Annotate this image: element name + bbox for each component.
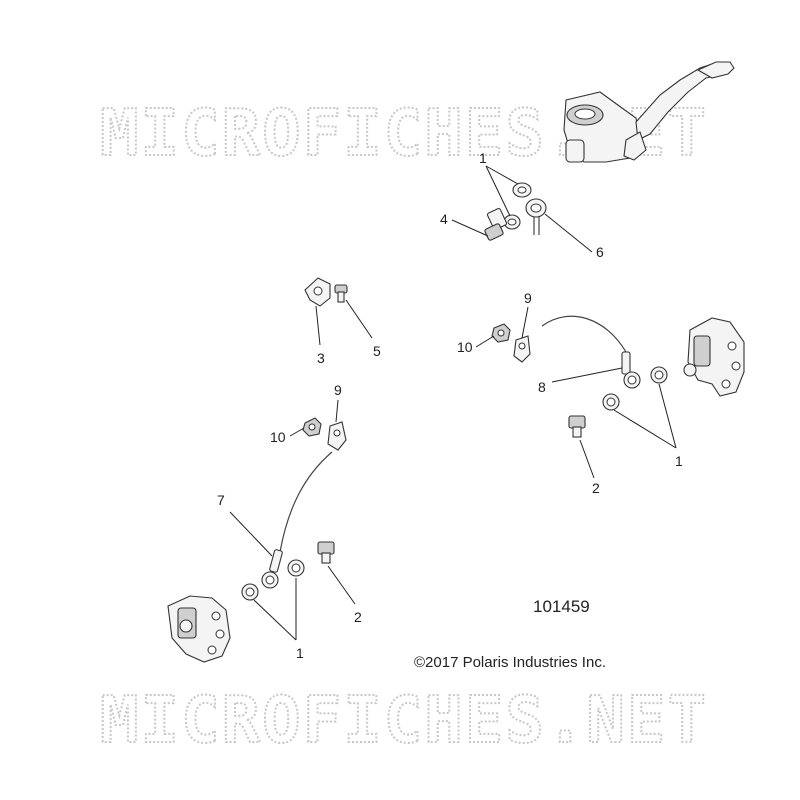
screw-5 (334, 284, 348, 303)
nut-10-right (491, 323, 511, 343)
callout-10-left: 10 (270, 429, 286, 445)
banjo-fitting-7 (261, 549, 283, 589)
washer-left-b (241, 583, 259, 601)
callout-2-right: 2 (592, 480, 600, 496)
callout-3: 3 (317, 350, 325, 366)
callout-9-right: 9 (524, 290, 532, 306)
hose-right (541, 315, 627, 353)
hose-left (279, 451, 333, 553)
banjo-bolt-right (568, 415, 586, 438)
nut-10-left (302, 417, 322, 437)
callout-5: 5 (373, 343, 381, 359)
banjo-fitting-top (525, 198, 547, 235)
callout-6: 6 (596, 244, 604, 260)
bracket-9-right (513, 335, 531, 363)
copyright-notice: ©2017 Polaris Industries Inc. (414, 654, 606, 671)
washer-right-b (602, 393, 620, 411)
banjo-bolt-left (317, 541, 335, 564)
callout-8: 8 (538, 379, 546, 395)
callout-1-left: 1 (296, 645, 304, 661)
washer-right-a (650, 366, 668, 384)
callout-9-left: 9 (334, 382, 342, 398)
watermark-bottom: MICROFICHES.NET (100, 684, 708, 758)
banjo-fitting-8 (621, 351, 641, 389)
callout-4: 4 (440, 211, 448, 227)
master-cylinder-lever (563, 61, 735, 163)
washer-left-a (287, 559, 305, 577)
callout-2-left: 2 (354, 609, 362, 625)
banjo-bolt-top (484, 207, 508, 241)
right-caliper (683, 317, 745, 397)
callout-1-right: 1 (675, 453, 683, 469)
hose-clip-3 (304, 277, 331, 307)
washer-top-upper (512, 182, 532, 198)
bracket-9-left (327, 421, 347, 451)
callout-7: 7 (217, 492, 225, 508)
diagram-id: 101459 (533, 597, 590, 616)
callout-10-right: 10 (457, 339, 473, 355)
left-caliper (167, 595, 231, 663)
callout-1-top: 1 (479, 150, 487, 166)
